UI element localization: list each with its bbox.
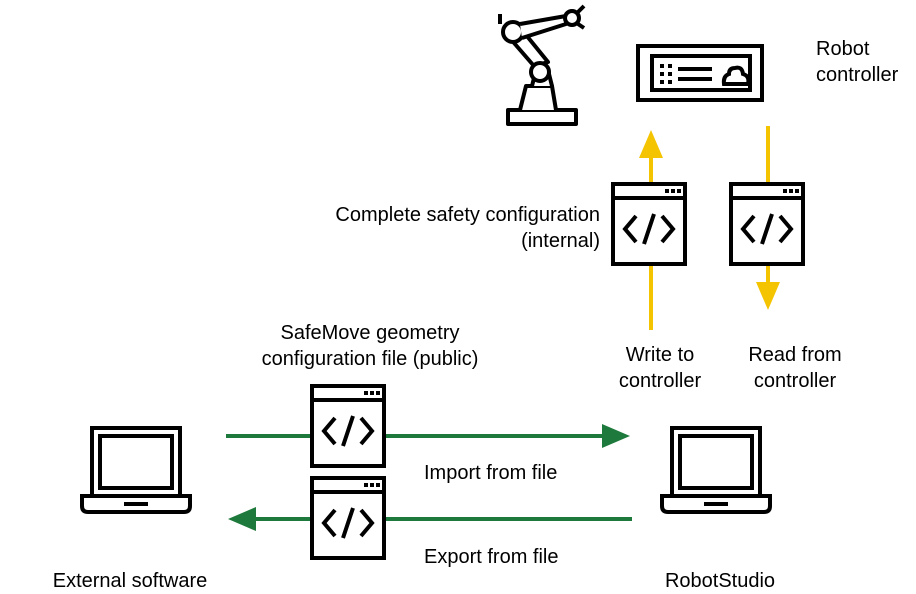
code-file-icon [729,182,805,266]
code-file-icon [310,384,386,468]
write-label-line1: Write to [625,344,695,366]
export-from-file-arrow [228,507,632,531]
import-from-file-arrow [226,424,630,448]
geometry-file-label-line1: SafeMove geometry [280,322,460,344]
laptop-icon [80,426,192,514]
write-label-line2: controller [618,370,702,392]
robot-arm-icon [498,4,586,126]
read-label-line2: controller [753,370,837,392]
export-from-file-label: Export from file [424,546,559,568]
robotstudio-label: RobotStudio [664,570,776,592]
controller-icon [636,44,764,102]
read-label-line1: Read from [748,344,842,366]
complete-config-label-line2: (internal) [521,230,600,252]
robot-controller-label-line1: Robot [816,38,870,60]
import-from-file-label: Import from file [424,462,558,484]
robot-controller-label-line2: controller [816,64,899,86]
read-from-controller-label: Read from controller [726,342,864,394]
write-to-controller-label: Write to controller [596,342,724,394]
geometry-file-label: SafeMove geometry configuration file (pu… [220,320,520,372]
robot-controller-label: Robot controller [816,36,898,88]
complete-config-label: Complete safety configuration (internal) [262,202,600,254]
laptop-icon [660,426,772,514]
code-file-icon [611,182,687,266]
geometry-file-label-line2: configuration file (public) [261,348,479,370]
complete-config-label-line1: Complete safety configuration [335,204,600,226]
external-software-label: External software [52,570,208,592]
code-file-icon [310,476,386,560]
